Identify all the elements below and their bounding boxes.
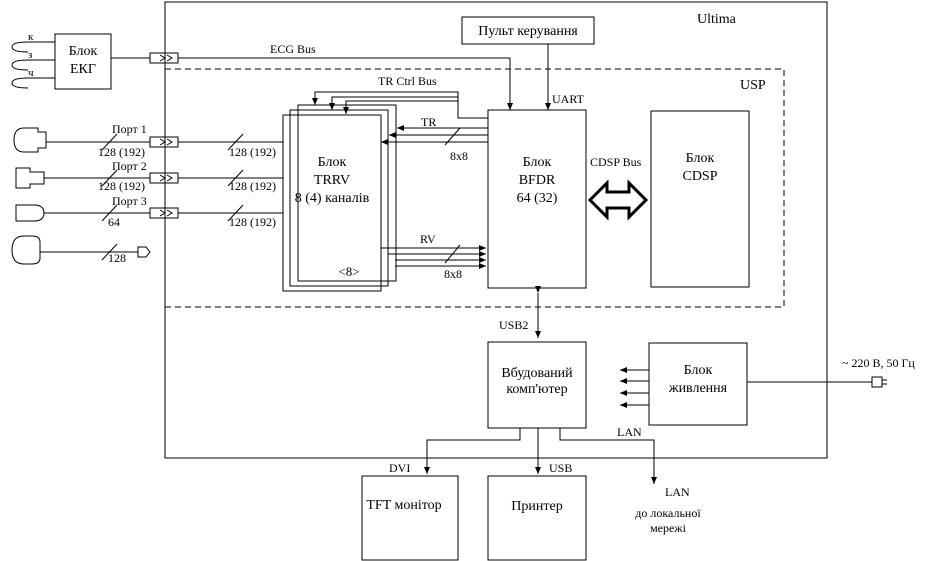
lan-inner-label: LAN bbox=[617, 425, 642, 439]
port-2-probe bbox=[15, 167, 45, 189]
usp-region bbox=[164, 68, 785, 308]
usb-label: USB bbox=[549, 461, 572, 475]
monitor-block bbox=[361, 475, 459, 561]
tr-width-label: 8x8 bbox=[450, 149, 468, 163]
lead-z: з bbox=[28, 49, 32, 61]
trrv-line-2: TRRV bbox=[314, 173, 350, 188]
computer-block bbox=[487, 341, 587, 429]
printer-block bbox=[487, 475, 587, 561]
ultima-label: Ultima bbox=[697, 12, 737, 27]
uart-label: UART bbox=[552, 92, 585, 106]
cdsp-bus-label: CDSP Bus bbox=[590, 155, 642, 169]
usb2-label: USB2 bbox=[499, 318, 528, 332]
mains-plug bbox=[871, 376, 883, 388]
port-4-probe bbox=[11, 235, 41, 265]
control-panel-block bbox=[461, 16, 595, 45]
port-2-name: Порт 2 bbox=[112, 159, 147, 173]
port-3-width: 64 bbox=[108, 215, 120, 229]
rv-lines bbox=[381, 244, 486, 269]
dvi-label: DVI bbox=[389, 461, 410, 475]
power-line-1: Блок bbox=[684, 363, 713, 378]
port-4-width: 128 bbox=[108, 251, 126, 265]
monitor-label: TFT монітор bbox=[366, 498, 441, 513]
port-2-inner-width: 128 (192) bbox=[229, 179, 276, 193]
power-line-2: живлення bbox=[668, 381, 728, 396]
trrv-line-1: Блок bbox=[318, 155, 347, 170]
rv-width-label: 8x8 bbox=[444, 267, 462, 281]
trrv-block bbox=[282, 114, 382, 292]
network-line-2: мережі bbox=[650, 521, 687, 535]
ekg-leads bbox=[11, 41, 55, 89]
cdsp-line-2: CDSP bbox=[682, 169, 717, 184]
lan-outer-label: LAN bbox=[665, 485, 690, 499]
trrv-count: <8> bbox=[338, 264, 359, 279]
tr-lines bbox=[381, 125, 488, 146]
port-1-name: Порт 1 bbox=[112, 122, 147, 136]
ekg-block bbox=[54, 33, 112, 90]
bfdr-line-2: BFDR bbox=[519, 173, 556, 188]
control-panel-label: Пульт керування bbox=[478, 24, 578, 39]
dvi-line bbox=[424, 428, 521, 474]
tr-label: TR bbox=[421, 115, 436, 129]
power-outputs bbox=[620, 367, 649, 408]
trrv-back-2 bbox=[297, 104, 397, 282]
computer-line-1: Вбудований bbox=[501, 366, 573, 381]
cdsp-bus-arrow bbox=[587, 179, 649, 221]
ultima-frame bbox=[164, 1, 828, 459]
printer-label: Принтер bbox=[511, 499, 562, 514]
cdsp-line-1: Блок bbox=[686, 151, 715, 166]
port-2-width: 128 (192) bbox=[98, 179, 145, 193]
port-3-probe bbox=[15, 204, 45, 222]
power-block bbox=[648, 342, 748, 426]
port-3-name: Порт 3 bbox=[112, 194, 147, 208]
trrv-line-3: 8 (4) каналів bbox=[295, 191, 370, 206]
ecg-bus-label: ECG Bus bbox=[270, 42, 316, 56]
lead-ch: ч bbox=[28, 67, 34, 79]
port-1-inner-width: 128 (192) bbox=[229, 145, 276, 159]
tr-ctrl-bus bbox=[312, 91, 488, 119]
port-lines bbox=[40, 133, 283, 261]
lead-k: к bbox=[28, 31, 34, 43]
mains-label: ~ 220 В, 50 Гц bbox=[842, 356, 915, 370]
port-1-probe bbox=[13, 127, 47, 153]
network-line-1: до локальної bbox=[635, 506, 701, 520]
tr-ctrl-bus-label: TR Ctrl Bus bbox=[378, 74, 437, 88]
lan-line bbox=[559, 428, 657, 484]
trrv-back-1 bbox=[289, 109, 389, 287]
cdsp-block bbox=[650, 110, 750, 288]
rv-label: RV bbox=[420, 232, 436, 246]
bfdr-line-1: Блок bbox=[523, 155, 552, 170]
ekg-line-1: Блок bbox=[69, 44, 98, 59]
usp-label: USP bbox=[740, 78, 766, 93]
bfdr-line-3: 64 (32) bbox=[517, 191, 558, 206]
ekg-line-2: ЕКГ bbox=[70, 62, 96, 77]
port-3-inner-width: 128 (192) bbox=[229, 215, 276, 229]
computer-line-2: комп'ютер bbox=[506, 382, 567, 397]
ecg-connector bbox=[149, 52, 179, 64]
port-1-width: 128 (192) bbox=[98, 145, 145, 159]
